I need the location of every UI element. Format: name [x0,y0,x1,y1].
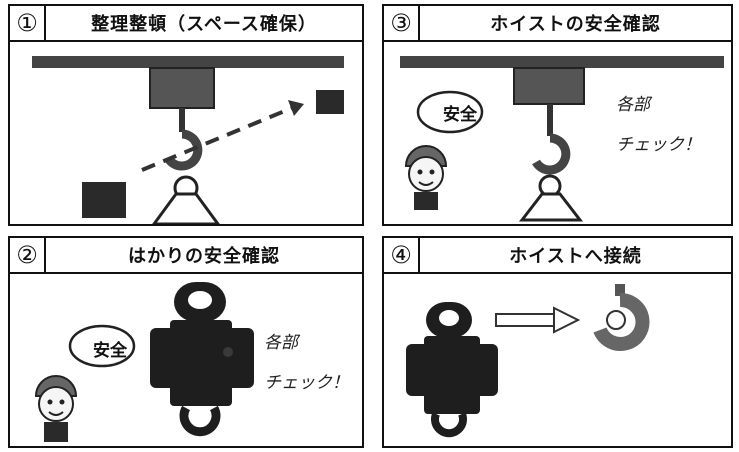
scene-illustration [400,56,724,222]
scene-illustration [406,284,650,438]
hoist-body-icon [513,67,585,105]
speech-bubble [416,90,484,134]
panel-header: ③ ホイストの安全確認 [384,6,731,42]
check-note-line1: 各部 [264,333,298,353]
worker-icon [404,145,448,210]
panel-4: ④ ホイストへ接続 [382,236,733,448]
panel-title: ホイストへ接続 [509,246,642,267]
crane-scale-icon [406,302,498,438]
movement-arrow [141,106,293,172]
worker-icon [34,375,78,442]
crane-scale-icon [150,282,254,437]
right-arrow-icon [495,306,581,334]
hook-icon [164,129,203,171]
box-small-icon [316,90,344,114]
step-number: ④ [384,238,420,272]
step-number: ① [10,6,46,40]
step-number: ② [10,238,46,272]
panel-header: ② はかりの安全確認 [10,238,362,274]
overhead-rail [400,56,724,68]
hook-icon [532,133,571,175]
panel-title: ホイストの安全確認 [490,14,661,35]
hook-icon [593,284,650,351]
panel-title: はかりの安全確認 [128,246,280,267]
panel-3: ③ ホイストの安全確認 安全 各部 チェック！ [382,4,733,226]
overhead-rail [32,56,344,68]
box-large-icon [82,182,126,218]
panel-1: ① 整理整頓（スペース確保） [8,4,364,226]
panel-header: ④ ホイストへ接続 [384,238,731,274]
scene-illustration [32,56,344,224]
scale-base-icon [152,192,220,224]
panel-header: ① 整理整頓（スペース確保） [10,6,362,42]
speech-bubble [68,324,136,368]
panel-2: ② はかりの安全確認 安全 各部 チェック！ [8,236,364,448]
scene-illustration [34,282,254,442]
speech-bubble-text: 安全 [443,105,477,125]
step-number: ③ [384,6,420,40]
scale-base-icon [518,192,584,222]
check-note-line1: 各部 [616,95,650,115]
speech-bubble-text: 安全 [93,341,127,361]
hoist-body-icon [149,67,215,109]
check-note-line2: チェック！ [264,373,349,393]
panel-title: 整理整頓（スペース確保） [91,14,317,35]
check-note-line2: チェック！ [616,135,701,155]
